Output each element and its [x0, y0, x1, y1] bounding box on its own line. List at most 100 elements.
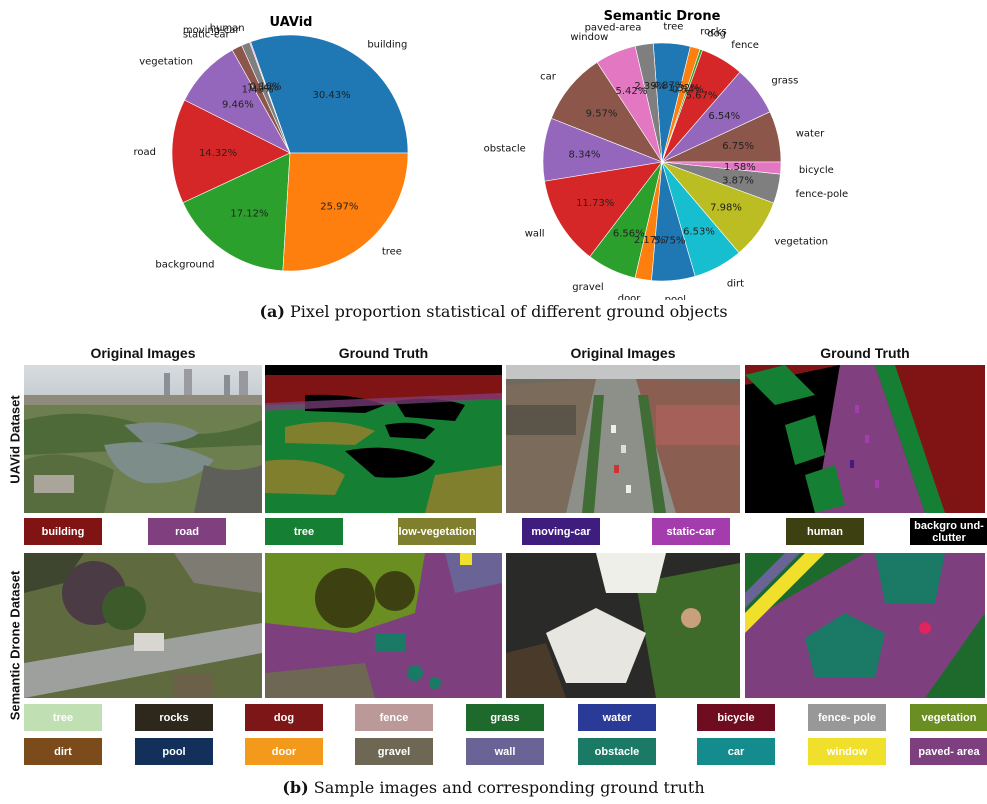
legend-chip-door: door — [245, 738, 323, 765]
legend-chip-vegetation: vegetation — [910, 704, 987, 731]
legend-chip-obstacle: obstacle — [578, 738, 656, 765]
pie-value-label: 2.39% — [634, 81, 666, 92]
column-header-original-2: Original Images — [570, 345, 676, 361]
pie-value-label: 14.32% — [199, 148, 237, 159]
caption-a-text: Pixel proportion statistical of differen… — [284, 302, 728, 321]
legend-chip-paved--area: paved- area — [910, 738, 987, 765]
pie-slice-road — [171, 99, 291, 204]
legend-chip-pool: pool — [135, 738, 213, 765]
pie-category-label: tree — [663, 21, 683, 32]
legend-chip-low-vegetation: low-vegetation — [398, 518, 476, 545]
pie-value-label: 0.34% — [672, 84, 704, 95]
legend-chip-tree: tree — [24, 704, 102, 731]
legend-chip-grass: grass — [466, 704, 544, 731]
legend-chip-backgro-und-clutter: backgro und-clutter — [910, 518, 987, 545]
pie-value-label: 4.87% — [653, 80, 685, 91]
pie-category-label: wall — [525, 229, 545, 240]
pie-value-label: 1.32% — [668, 83, 700, 94]
legend-chip-dirt: dirt — [24, 738, 102, 765]
legend-chip-gravel: gravel — [355, 738, 433, 765]
pie-category-label: dog — [707, 29, 726, 40]
legend-chip-rocks: rocks — [135, 704, 213, 731]
pie-value-label: 30.43% — [312, 90, 350, 101]
uavid-original-image-2 — [506, 365, 740, 513]
pie-category-label: water — [796, 128, 825, 139]
pie-category-label: human — [210, 23, 245, 34]
pie-value-label: 7.98% — [710, 203, 742, 214]
pie-value-label: 6.53% — [683, 227, 715, 238]
pie-slice-car — [550, 61, 663, 163]
uavid-original-image-1 — [24, 365, 262, 513]
pie-category-label: rocks — [700, 26, 727, 37]
pie-value-label: 17.12% — [230, 208, 268, 219]
pie-value-label: 5.75% — [654, 236, 686, 247]
legend-chip-human: human — [786, 518, 864, 545]
pie-category-label: grass — [771, 75, 798, 86]
column-header-ground-truth-1: Ground Truth — [338, 345, 429, 361]
pie-value-label: 6.56% — [613, 229, 645, 240]
pie-value-label: 9.57% — [586, 109, 618, 120]
pie-category-label: pool — [665, 294, 686, 300]
pie-value-label: 25.97% — [320, 201, 358, 212]
row-label-semantic-drone: Semantic Drone Dataset — [7, 570, 23, 721]
pie-value-label: 2.17% — [634, 235, 666, 246]
pie-value-label: 3.87% — [722, 176, 754, 187]
pie-category-label: fence-pole — [795, 189, 848, 200]
pie-slice-tree — [282, 152, 409, 272]
pie-value-label: 6.54% — [708, 111, 740, 122]
pie-category-label: gravel — [572, 282, 603, 293]
semantic-drone-pie-chart: Semantic Drone 6.75%water6.54%grass5.67%… — [484, 9, 849, 300]
caption-b-tag: (b) — [282, 778, 309, 797]
caption-b: (b) Sample images and corresponding grou… — [0, 778, 987, 797]
legend-chip-moving-car: moving-car — [522, 518, 600, 545]
pie-category-label: background — [155, 260, 214, 271]
pie-slice-wall — [544, 161, 663, 258]
pie-category-label: vegetation — [139, 57, 193, 68]
uavid-pie-chart: UAVid 30.43% building 0.16% human 1.14% movin… — [134, 15, 409, 272]
pie-value-label: 5.67% — [686, 91, 718, 102]
uavid-ground-truth-2 — [745, 365, 985, 513]
legend-chip-window: window — [808, 738, 886, 765]
caption-b-text: Sample images and corresponding ground t… — [308, 778, 705, 797]
column-header-original-1: Original Images — [90, 345, 196, 361]
pie-category-label: vegetation — [774, 236, 828, 247]
pie-category-label: window — [570, 32, 608, 43]
pie-title: UAVid — [270, 15, 313, 30]
drone-ground-truth-2 — [745, 553, 985, 698]
legend-chip-fence: fence — [355, 704, 433, 731]
pie-slice-background — [182, 152, 291, 272]
legend-chip-bicycle: bicycle — [697, 704, 775, 731]
pie-value-label: 1.43% — [242, 85, 274, 96]
pie-category-label: obstacle — [484, 143, 526, 154]
pie-value-label: 1.14% — [247, 82, 279, 93]
legend-chip-water: water — [578, 704, 656, 731]
pie-value-label: 5.42% — [616, 86, 648, 97]
pie-category-label: car — [540, 71, 557, 82]
pie-value-label: 8.34% — [569, 150, 601, 161]
pie-value-label: 1.58% — [724, 162, 756, 173]
pie-title: Semantic Drone — [604, 9, 721, 24]
pie-category-label: building — [367, 40, 407, 51]
row-label-uavid: UAVid Dataset — [7, 395, 23, 484]
legend-chip-static-car: static-car — [652, 518, 730, 545]
legend-chip-dog: dog — [245, 704, 323, 731]
pie-category-label: paved-area — [585, 23, 642, 34]
pie-category-label: fence — [731, 40, 759, 51]
pie-category-label: moving-car — [183, 25, 240, 36]
legend-chip-car: car — [697, 738, 775, 765]
caption-a-tag: (a) — [259, 302, 285, 321]
pie-category-label: dirt — [727, 279, 744, 290]
caption-a: (a) Pixel proportion statistical of diff… — [0, 302, 987, 321]
pie-category-label: road — [134, 147, 157, 158]
drone-original-image-1 — [24, 553, 262, 698]
pie-category-label: tree — [382, 247, 402, 258]
pie-slice-building — [250, 34, 409, 154]
pie-value-label: 11.73% — [576, 198, 614, 209]
pie-category-label: bicycle — [799, 165, 834, 176]
legend-chip-building: building — [24, 518, 102, 545]
pie-slice-bicycle — [661, 161, 782, 175]
pie-value-label: 9.46% — [222, 99, 254, 110]
drone-ground-truth-1 — [265, 553, 502, 698]
pie-value-label: 0.16% — [250, 81, 282, 92]
legend-chip-fence--pole: fence- pole — [808, 704, 886, 731]
